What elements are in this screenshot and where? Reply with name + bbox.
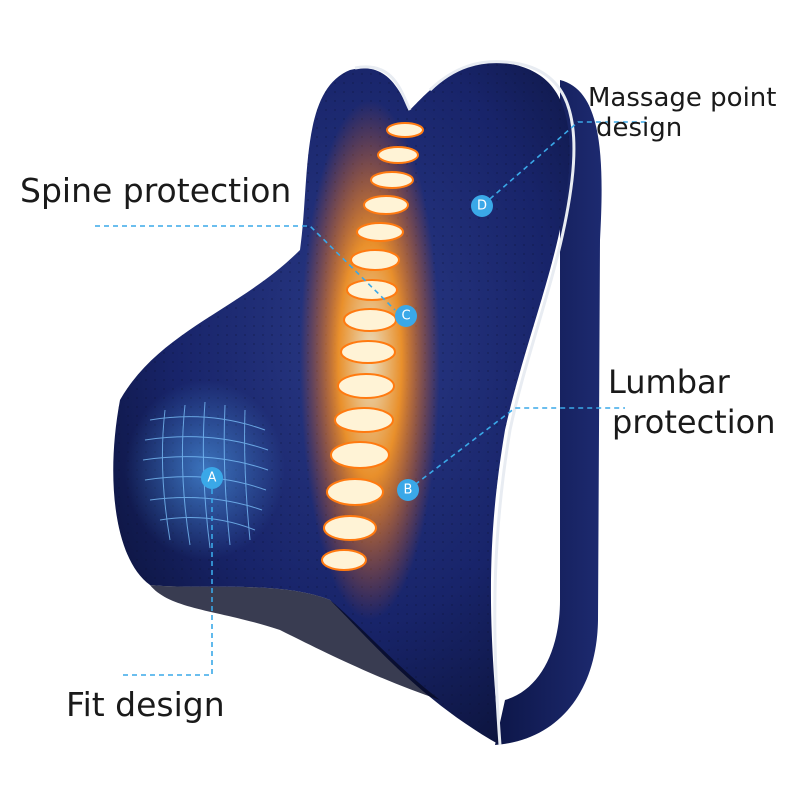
callout-lines — [95, 121, 650, 676]
marker-d: D — [471, 195, 493, 217]
fit-design-label: Fit design — [66, 685, 225, 724]
spine-protection-label: Spine protection — [20, 171, 292, 210]
marker-c: C — [395, 305, 417, 327]
marker-d-label: D — [477, 199, 487, 214]
massage-point-line2: design — [596, 112, 683, 143]
lumbar-protection-label: Lumbar protection — [608, 362, 775, 442]
marker-b-label: B — [404, 483, 413, 498]
marker-a: A — [201, 467, 223, 489]
massage-point-line1: Massage point — [588, 83, 777, 113]
cushion-piping — [354, 60, 576, 746]
spine-vertebrae — [321, 122, 424, 571]
marker-c-label: C — [401, 309, 410, 324]
lumbar-line2: protection — [612, 403, 776, 441]
cushion-side-panel — [495, 80, 602, 745]
cushion-base-shadow — [150, 585, 440, 700]
marker-a-label: A — [208, 471, 217, 486]
callout-massage-line — [482, 121, 650, 206]
callout-fit-line — [120, 480, 213, 676]
massage-point-label: Massage point design — [588, 83, 777, 144]
callout-lumbar-line — [407, 407, 625, 491]
marker-b: B — [397, 479, 419, 501]
lumbar-line1: Lumbar — [608, 363, 730, 401]
